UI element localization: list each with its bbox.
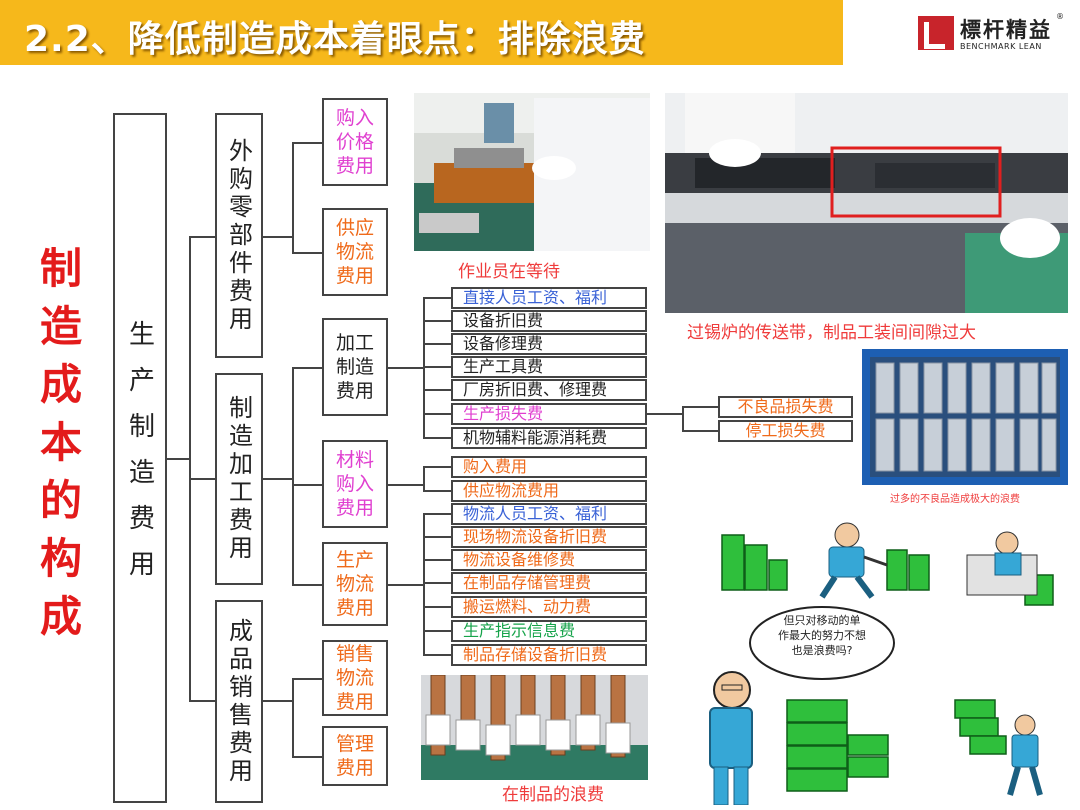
logistics-item: 在制品存储管理费 — [451, 572, 647, 594]
logistics-item: 生产指示信息费 — [451, 620, 647, 642]
connector — [423, 413, 451, 415]
connector — [423, 559, 451, 561]
level2-label: 外购零部件费用 — [224, 137, 253, 334]
photo-conveyor — [665, 93, 1068, 313]
connector-l2-0 — [189, 236, 215, 238]
connector — [263, 478, 293, 480]
page-title: 2.2、降低制造成本着眼点：排除浪费 — [24, 19, 646, 60]
connector — [423, 389, 451, 391]
connector — [292, 678, 322, 680]
connector — [292, 756, 322, 758]
connector — [682, 406, 718, 408]
level3-supply-logistics: 供应 物流 费用 — [322, 208, 388, 296]
connector — [292, 142, 322, 144]
processing-item: 设备修理费 — [451, 333, 647, 355]
cartoon-moving-worker — [717, 505, 1072, 610]
level2-label: 成品销售费用 — [224, 617, 253, 786]
processing-item: 厂房折旧费、修理费 — [451, 379, 647, 401]
photo-wip — [421, 675, 648, 780]
material-item: 购入费用 — [451, 456, 647, 478]
connector-l2-2 — [189, 700, 215, 702]
photo-worker-waiting — [414, 93, 650, 251]
logistics-item: 搬运燃料、动力费 — [451, 596, 647, 618]
level2-box-sales: 成品销售费用 — [215, 600, 263, 803]
benchmark-lean-logo: 標杆精益 BENCHMARK LEAN ® — [918, 12, 1068, 56]
connector — [292, 252, 322, 254]
connector — [388, 584, 424, 586]
connector — [292, 484, 322, 486]
connector — [292, 367, 294, 585]
logo-mark-icon — [918, 16, 954, 50]
caption-wip: 在制品的浪费 — [502, 785, 604, 805]
caption-conveyor: 过锡炉的传送带，制品工装间间隙过大 — [687, 323, 976, 343]
level3-sales-logistics: 销售 物流 费用 — [322, 640, 388, 716]
processing-item: 直接人员工资、福利 — [451, 287, 647, 309]
connector — [423, 466, 425, 491]
connector — [263, 700, 293, 702]
connector — [423, 297, 451, 299]
connector — [423, 466, 451, 468]
connector — [682, 430, 718, 432]
connector — [423, 513, 451, 515]
speech-bubble-text: 但只对移动的单 作最大的努力不想 也是浪费吗? — [778, 614, 866, 657]
connector — [423, 630, 451, 632]
connector — [388, 484, 424, 486]
logistics-item: 物流设备维修费 — [451, 549, 647, 571]
level2-box-outsourced: 外购零部件费用 — [215, 113, 263, 358]
level3-material-purchase: 材料 购入 费用 — [322, 440, 388, 528]
photo-defect-parts — [862, 349, 1068, 485]
connector — [292, 367, 322, 369]
level3-processing: 加工 制造 费用 — [322, 318, 388, 416]
title-bar: 2.2、降低制造成本着眼点：排除浪费 — [0, 0, 843, 65]
connector — [388, 367, 424, 369]
connector — [423, 513, 425, 656]
level3-management: 管理 费用 — [322, 726, 388, 786]
main-label: 制造成本的构成 — [39, 244, 82, 641]
logistics-item: 制品存储设备折旧费 — [451, 644, 647, 666]
connector — [423, 437, 451, 439]
level3-production-logistics: 生产 物流 费用 — [322, 542, 388, 626]
level3-purchase-price: 购入 价格 费用 — [322, 98, 388, 186]
connector — [647, 413, 683, 415]
cartoon-thinking-worker: 但只对移动的单 作最大的努力不想 也是浪费吗? — [692, 605, 902, 805]
caption-worker-waiting: 作业员在等待 — [458, 262, 560, 282]
registered-mark: ® — [1056, 12, 1064, 21]
logistics-item: 现场物流设备折旧费 — [451, 526, 647, 548]
connector-l2-1 — [189, 478, 215, 480]
connector — [423, 606, 451, 608]
connector — [423, 582, 451, 584]
level1-box: 生产制造费用 — [113, 113, 167, 803]
logo-name: 標杆精益 — [960, 18, 1052, 42]
connector — [423, 320, 451, 322]
connector — [682, 406, 684, 431]
connector — [423, 490, 451, 492]
level2-box-processing: 制造加工费用 — [215, 373, 263, 585]
connector — [423, 536, 451, 538]
caption-defect: 过多的不良品造成极大的浪费 — [890, 494, 1020, 505]
connector — [423, 654, 451, 656]
connector — [423, 366, 451, 368]
cartoon-carrying-worker — [940, 680, 1070, 800]
logo-subtitle: BENCHMARK LEAN — [960, 42, 1042, 51]
connector-l1 — [167, 458, 191, 460]
level1-label: 生产制造费用 — [124, 320, 155, 596]
connector-l1-trunk — [189, 236, 191, 701]
connector — [263, 236, 293, 238]
processing-item: 生产损失费 — [451, 403, 647, 425]
connector — [292, 584, 322, 586]
logistics-item: 物流人员工资、福利 — [451, 503, 647, 525]
loss-item-defect: 不良品损失费 — [718, 396, 853, 418]
connector — [423, 343, 451, 345]
loss-item-downtime: 停工损失费 — [718, 420, 853, 442]
processing-item: 机物辅料能源消耗费 — [451, 427, 647, 449]
material-item: 供应物流费用 — [451, 480, 647, 502]
connector — [292, 678, 294, 757]
connector — [292, 142, 294, 253]
processing-item: 生产工具费 — [451, 356, 647, 378]
processing-item: 设备折旧费 — [451, 310, 647, 332]
level2-label: 制造加工费用 — [224, 395, 253, 563]
